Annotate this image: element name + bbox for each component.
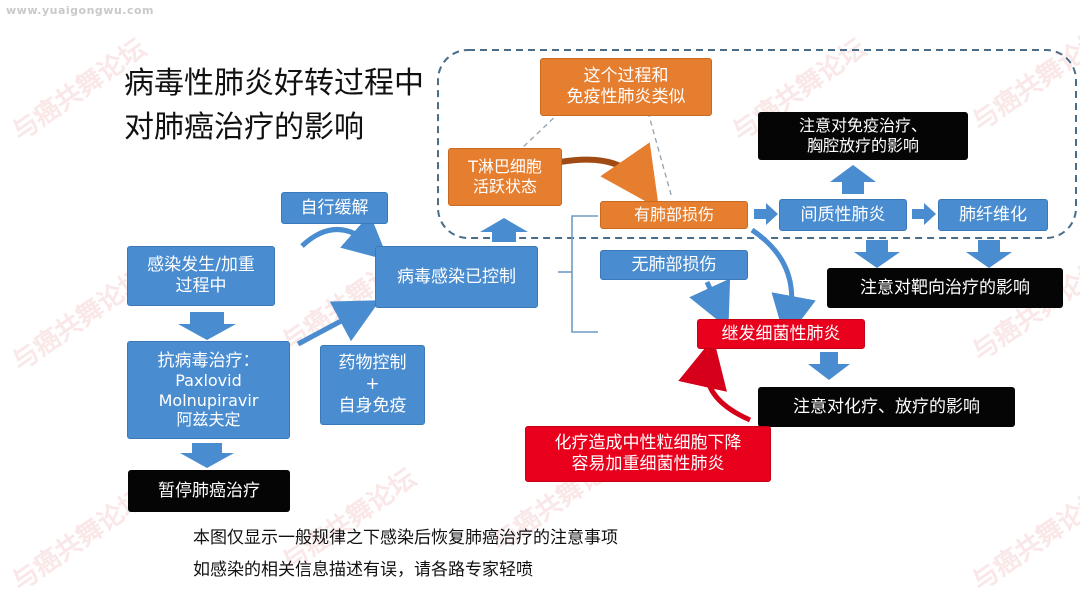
footer-line-1: 本图仅显示一般规律之下感染后恢复肺癌治疗的注意事项	[193, 528, 618, 548]
footer-note: 本图仅显示一般规律之下感染后恢复肺癌治疗的注意事项 如感染的相关信息描述有误，请…	[193, 522, 618, 586]
arrow-neutropenia-to-bacterial	[678, 337, 752, 423]
arrow-damage-to-bacterial	[750, 227, 816, 341]
similar-process-node: 这个过程和 免疫性肺炎类似	[540, 58, 712, 116]
similar-guide-right	[647, 111, 673, 199]
arrow-self-relief	[300, 213, 389, 261]
antiviral-node: 抗病毒治疗： Paxlovid Molnupiravir 阿兹夫定	[127, 341, 290, 439]
drug-control-node: 药物控制 + 自身免疫	[320, 345, 425, 425]
arrow-damage-to-interstitial	[754, 203, 778, 225]
targeted-note-node: 注意对靶向治疗的影响	[827, 268, 1063, 308]
antiviral-drug-azvudine: 阿兹夫定	[176, 409, 241, 429]
title-line-2: 对肺癌治疗的影响	[124, 110, 364, 145]
arrow-interstitial-to-immuno	[830, 165, 876, 194]
antiviral-drug-molnupiravir: Molnupiravir	[158, 390, 259, 410]
arrow-antiviral-to-pause	[180, 443, 234, 468]
arrow-drug-control	[296, 300, 381, 347]
similar-guide-left	[519, 111, 561, 151]
site-url-watermark: www.yuaigongwu.com	[6, 4, 155, 17]
self-relief-node: 自行缓解	[281, 192, 388, 224]
arrow-infection-to-antiviral	[178, 312, 236, 340]
chemo-note-node: 注意对化疗、放疗的影响	[758, 387, 1015, 427]
immuno-note-node: 注意对免疫治疗、 胸腔放疗的影响	[758, 112, 968, 160]
pause-treatment-node: 暂停肺癌治疗	[128, 470, 290, 512]
virus-controlled-node: 病毒感染已控制	[375, 246, 538, 308]
fibrosis-node: 肺纤维化	[938, 199, 1048, 231]
branch-bracket	[571, 215, 598, 333]
arrow-interstitial-to-fibrosis	[912, 203, 936, 225]
infection-node: 感染发生/加重 过程中	[127, 246, 275, 306]
page-title: 病毒性肺炎好转过程中 对肺癌治疗的影响	[124, 62, 424, 150]
no-lung-damage-node: 无肺部损伤	[600, 250, 748, 280]
neutropenia-node: 化疗造成中性粒细胞下降 容易加重细菌性肺炎	[525, 426, 771, 482]
interstitial-pneumonia-node: 间质性肺炎	[779, 199, 907, 231]
arrow-nodamage-to-bacterial	[689, 278, 731, 329]
arrow-tcell-to-damage	[559, 142, 660, 209]
arrow-interstitial-to-targeted	[854, 240, 900, 268]
immune-region-outline	[437, 49, 1077, 239]
arrow-fibrosis-to-targeted	[966, 240, 1012, 268]
lung-damage-node: 有肺部损伤	[600, 201, 748, 229]
antiviral-drug-paxlovid: Paxlovid	[175, 371, 242, 391]
bacterial-pneumonia-node: 继发细菌性肺炎	[697, 319, 865, 349]
title-line-1: 病毒性肺炎好转过程中	[124, 66, 424, 101]
arrow-bacterial-to-chemo	[808, 352, 850, 380]
antiviral-title: 抗病毒治疗：	[157, 351, 260, 372]
arrow-controlled-to-tcell	[480, 218, 528, 242]
tcell-node: T淋巴细胞 活跃状态	[448, 148, 562, 206]
footer-line-2: 如感染的相关信息描述有误，请各路专家轻喷	[193, 560, 533, 580]
